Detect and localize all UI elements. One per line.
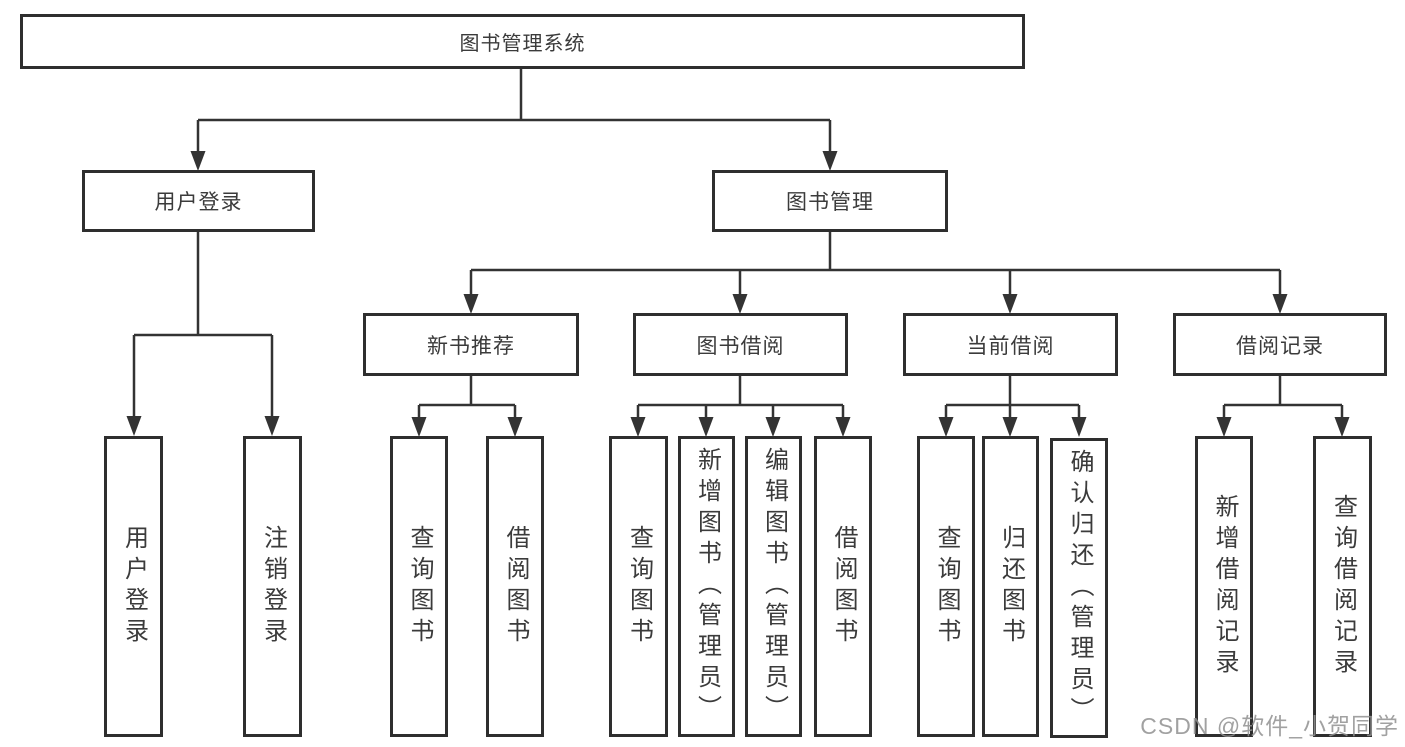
leaf-edit-book-admin: 编辑图书（管理员） bbox=[745, 436, 802, 737]
arrow-icon bbox=[126, 416, 142, 436]
arrow-icon bbox=[835, 417, 851, 437]
arrow-icon bbox=[765, 417, 781, 437]
arrow-icon bbox=[264, 416, 280, 436]
connector-book-borrow-to-children bbox=[636, 376, 845, 431]
arrow-icon bbox=[1216, 417, 1232, 437]
arrow-icon bbox=[1272, 294, 1288, 314]
arrow-icon bbox=[1002, 417, 1018, 437]
connector-new-book-to-children bbox=[417, 376, 517, 431]
leaf-query-borrow-record: 查询借阅记录 bbox=[1313, 436, 1372, 737]
node-user-login: 用户登录 bbox=[82, 170, 315, 232]
leaf-borrow-books: 借阅图书 bbox=[814, 436, 872, 737]
leaf-logout-login: 注销登录 bbox=[243, 436, 302, 737]
arrow-icon bbox=[463, 294, 479, 314]
arrow-icon bbox=[1002, 294, 1018, 314]
node-library-management-system: 图书管理系统 bbox=[20, 14, 1025, 69]
arrow-icon bbox=[630, 417, 646, 437]
leaf-user-login: 用户登录 bbox=[104, 436, 163, 737]
arrow-icon bbox=[1071, 417, 1087, 437]
leaf-add-borrow-record: 新增借阅记录 bbox=[1195, 436, 1253, 737]
leaf-return-book: 归还图书 bbox=[982, 436, 1039, 737]
arrow-icon bbox=[1334, 417, 1350, 437]
connector-book-mgmt-to-level3 bbox=[469, 232, 1282, 308]
arrow-icon bbox=[411, 417, 427, 437]
leaf-confirm-return-admin: 确认归还（管理员） bbox=[1050, 438, 1108, 738]
arrow-icon bbox=[732, 294, 748, 314]
arrow-icon bbox=[507, 417, 523, 437]
node-current-borrowing: 当前借阅 bbox=[903, 313, 1118, 376]
leaf-add-book-admin: 新增图书（管理员） bbox=[678, 436, 735, 737]
connector-root-to-level2 bbox=[196, 68, 832, 165]
node-book-borrowing: 图书借阅 bbox=[633, 313, 848, 376]
node-borrowing-records: 借阅记录 bbox=[1173, 313, 1387, 376]
csdn-watermark: CSDN @软件_小贺同学 bbox=[1140, 713, 1399, 739]
leaf-query-books-recommend: 查询图书 bbox=[390, 436, 448, 737]
arrow-icon bbox=[938, 417, 954, 437]
leaf-query-books-current: 查询图书 bbox=[917, 436, 975, 737]
leaf-borrow-books-recommend: 借阅图书 bbox=[486, 436, 544, 737]
node-book-management: 图书管理 bbox=[712, 170, 948, 232]
connector-user-login-to-children bbox=[132, 232, 274, 430]
connector-records-to-children bbox=[1222, 376, 1344, 431]
arrowheads bbox=[126, 151, 1350, 437]
node-new-book-recommendation: 新书推荐 bbox=[363, 313, 579, 376]
leaf-query-books-borrow: 查询图书 bbox=[609, 436, 668, 737]
arrow-icon bbox=[190, 151, 206, 171]
arrow-icon bbox=[822, 151, 838, 171]
arrow-icon bbox=[698, 417, 714, 437]
